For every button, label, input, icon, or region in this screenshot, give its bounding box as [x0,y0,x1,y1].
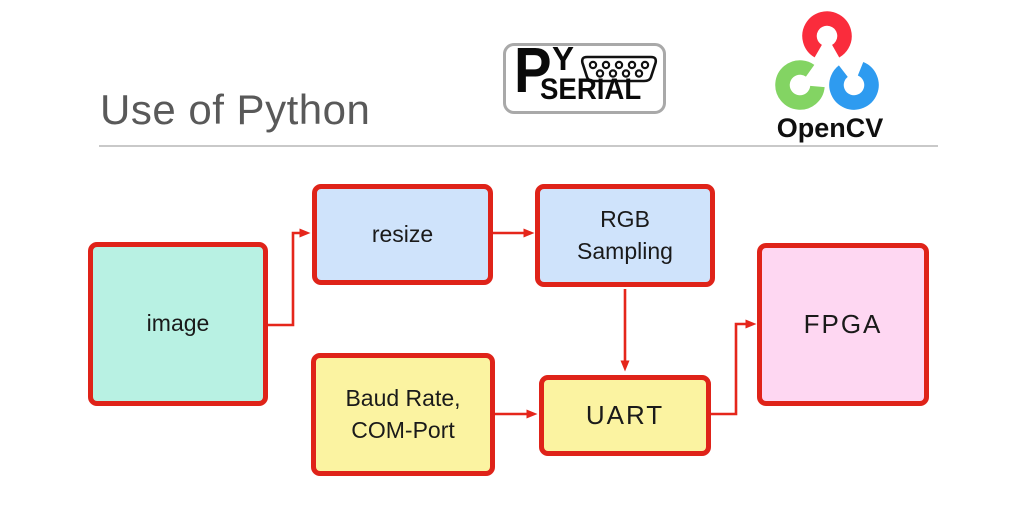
node-baud-rate-com-port-label: Baud Rate, COM-Port [345,385,461,443]
opencv-rings-icon [775,11,879,110]
pyserial-word-serial: SERIAL [540,73,642,106]
opencv-label: OpenCV [776,113,884,143]
node-fpga-label: FPGA [803,308,883,339]
db9-connector-icon [580,55,658,83]
node-rgb-sampling-label: RGB Sampling [577,206,673,264]
pyserial-letter-p: P [514,34,552,106]
node-image: image [88,242,268,406]
pyserial-letter-y: Y [552,40,575,77]
node-uart: UART [539,375,711,456]
opencv-logo: OpenCV [775,10,885,143]
opencv-ring-blue [829,60,879,110]
page-title: Use of Python [100,86,371,133]
node-uart-label: UART [585,399,665,430]
node-resize-label: resize [371,220,434,247]
node-baud-rate-com-port: Baud Rate, COM-Port [311,353,495,476]
opencv-ring-green [775,60,825,110]
node-rgb-sampling: RGB Sampling [535,184,715,287]
opencv-ring-red [802,11,852,61]
edge-image-resize [268,228,311,327]
node-fpga: FPGA [757,243,929,406]
title-divider [99,145,938,147]
edge-uart-fpga [711,319,757,416]
pyserial-logo: P Y SERIAL [503,38,666,114]
node-resize: resize [312,184,493,285]
node-image-label: image [146,310,210,337]
